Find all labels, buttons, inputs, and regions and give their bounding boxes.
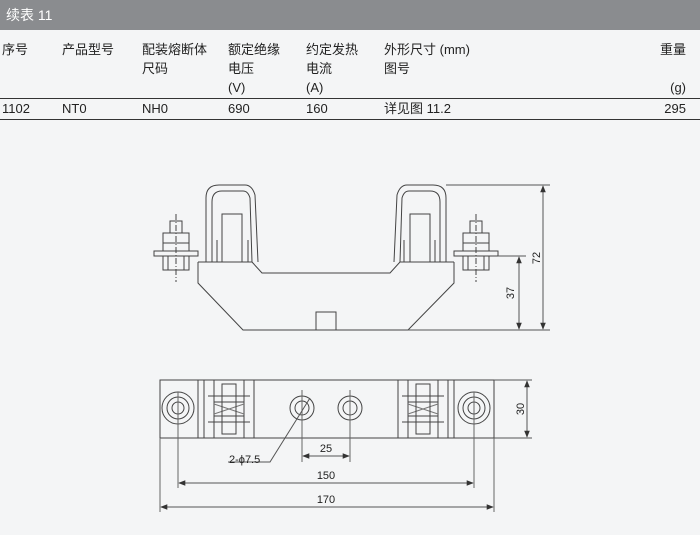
- header-dimensions-line2: 图号: [384, 61, 411, 76]
- top-left-clip: [203, 379, 255, 439]
- table-row: 1102 NT0 NH0 690 160 详见图 11.2 295: [0, 98, 700, 120]
- left-bolt-assembly: [153, 214, 199, 282]
- dim-170-label: 170: [317, 494, 335, 506]
- header-current-line2: 电流: [306, 61, 333, 76]
- cell-current: 160: [306, 98, 384, 120]
- cell-voltage: 690: [228, 98, 306, 120]
- side-view: [153, 184, 550, 331]
- header-dimensions: 外形尺寸 (mm) 图号: [384, 38, 624, 99]
- hole-leader: [228, 397, 311, 463]
- header-serial-line1: 序号: [2, 42, 29, 57]
- header-voltage-unit: (V): [228, 80, 246, 95]
- top-base-outline: [159, 379, 495, 439]
- header-voltage-line2: 电压: [228, 61, 255, 76]
- dim-37-lines: [498, 255, 526, 330]
- table-header-row: 序号 产品型号 配装熔断体 尺码 额定绝缘 电压 (V) 约定发热 电流 (A)…: [0, 38, 700, 99]
- header-voltage: 额定绝缘 电压 (V): [228, 38, 306, 99]
- header-weight-line1: 重量: [659, 42, 686, 57]
- header-fuse-size-line1: 配装熔断体: [142, 42, 208, 57]
- cell-fuse-size: NH0: [142, 98, 228, 120]
- header-fuse-size: 配装熔断体 尺码: [142, 38, 228, 99]
- header-model: 产品型号: [62, 38, 142, 99]
- side-center-tab: [315, 311, 337, 331]
- dim-72-lines: [408, 184, 550, 331]
- header-current-unit: (A): [306, 80, 324, 95]
- left-contact-clip: [205, 184, 259, 263]
- top-view: [159, 379, 532, 512]
- header-serial: 序号: [0, 38, 62, 99]
- spec-table: 序号 产品型号 配装熔断体 尺码 额定绝缘 电压 (V) 约定发热 电流 (A)…: [0, 38, 700, 120]
- cell-dimensions: 详见图 11.2: [384, 98, 624, 120]
- dim-72-label: 72: [531, 252, 543, 264]
- dim-150-label: 150: [317, 470, 335, 482]
- header-model-line1: 产品型号: [62, 42, 115, 57]
- header-current-line1: 约定发热: [306, 42, 359, 57]
- right-contact-clip: [393, 184, 447, 263]
- dim-30-label: 30: [515, 403, 527, 415]
- header-weight: 重量 ​ (g): [624, 38, 700, 99]
- header-fuse-size-line2: 尺码: [142, 61, 169, 76]
- header-current: 约定发热 电流 (A): [306, 38, 384, 99]
- table-caption: 续表 11: [0, 0, 700, 30]
- right-bolt-assembly: [453, 214, 499, 282]
- dim-37-label: 37: [505, 287, 517, 299]
- dim-25-label: 25: [320, 443, 332, 455]
- cell-weight: 295: [624, 98, 700, 120]
- header-dimensions-line1: 外形尺寸 (mm): [384, 42, 470, 57]
- hole-diameter-label: 2-ϕ7.5: [229, 454, 260, 466]
- top-right-clip: [397, 379, 449, 439]
- side-base-outline: [197, 262, 455, 331]
- cell-serial: 1102: [0, 98, 62, 120]
- header-voltage-line1: 额定绝缘: [228, 42, 281, 57]
- cell-model: NT0: [62, 98, 142, 120]
- header-weight-unit: (g): [670, 80, 686, 95]
